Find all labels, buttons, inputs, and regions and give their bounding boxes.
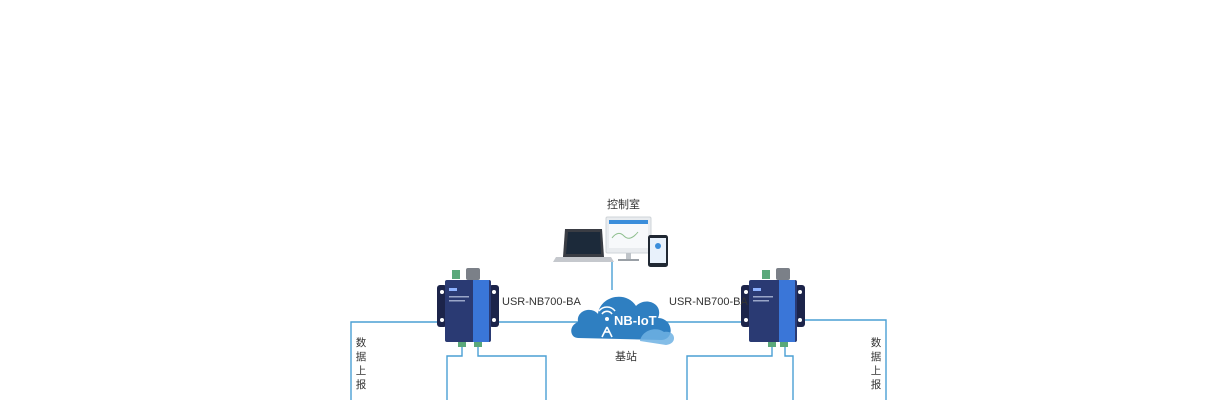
- dtu-device-icon: [741, 268, 805, 347]
- connection-lines: [350, 262, 887, 400]
- control-room-label: 控制室: [607, 199, 640, 211]
- cloud-icon: [571, 296, 675, 345]
- monitor-icon: [605, 216, 652, 261]
- line-right-report: [798, 319, 887, 400]
- line-right-down-a: [686, 345, 773, 400]
- phone-icon: [648, 235, 668, 267]
- base-station-label: 基站: [615, 351, 637, 363]
- line-left-down-a: [446, 345, 463, 400]
- line-left-down-b: [477, 345, 547, 400]
- line-right-down-b: [784, 345, 794, 400]
- left-data-report-label: 数据上报: [355, 337, 367, 391]
- right-data-report-label: 数据上报: [870, 337, 882, 391]
- antenna-icon: [598, 306, 616, 338]
- line-left-report: [350, 321, 438, 400]
- dtu-device-icon: [437, 268, 499, 347]
- right-device-label: USR-NB700-BA: [669, 296, 748, 308]
- cloud-nb-iot-text: NB-IoT: [614, 313, 657, 328]
- laptop-icon: [553, 229, 614, 262]
- left-device-label: USR-NB700-BA: [502, 296, 581, 308]
